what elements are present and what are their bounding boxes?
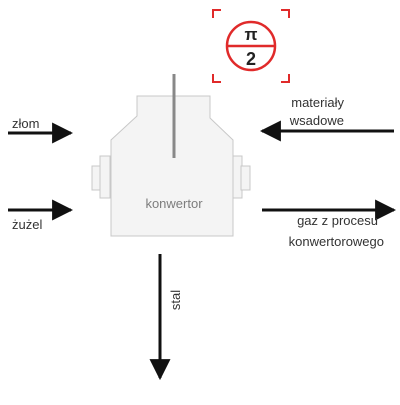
badge-bottom-number: 2: [246, 49, 256, 69]
converter-vessel: konwertor: [91, 74, 251, 237]
flow-arrows: [8, 120, 397, 381]
converter-trunnion-left-inner: [99, 155, 111, 199]
converter-body: [110, 95, 234, 237]
label-zlom: złom: [12, 116, 39, 131]
label-gaz-line1: gaz z procesu: [297, 213, 378, 228]
label-stal: stal: [168, 290, 183, 310]
converter-trunnion-right-outer: [240, 165, 251, 191]
badge-corner-brackets: [212, 9, 290, 83]
pi-badge-icon: π 2: [212, 9, 290, 83]
label-materialy-line2: wsadowe: [289, 113, 344, 128]
converter-label: konwertor: [145, 196, 203, 211]
badge-top-symbol: π: [244, 25, 257, 44]
label-zuzel: żużel: [12, 217, 42, 232]
label-materialy-line1: materiały: [291, 95, 344, 110]
label-gaz-line2: konwertorowego: [289, 234, 384, 249]
